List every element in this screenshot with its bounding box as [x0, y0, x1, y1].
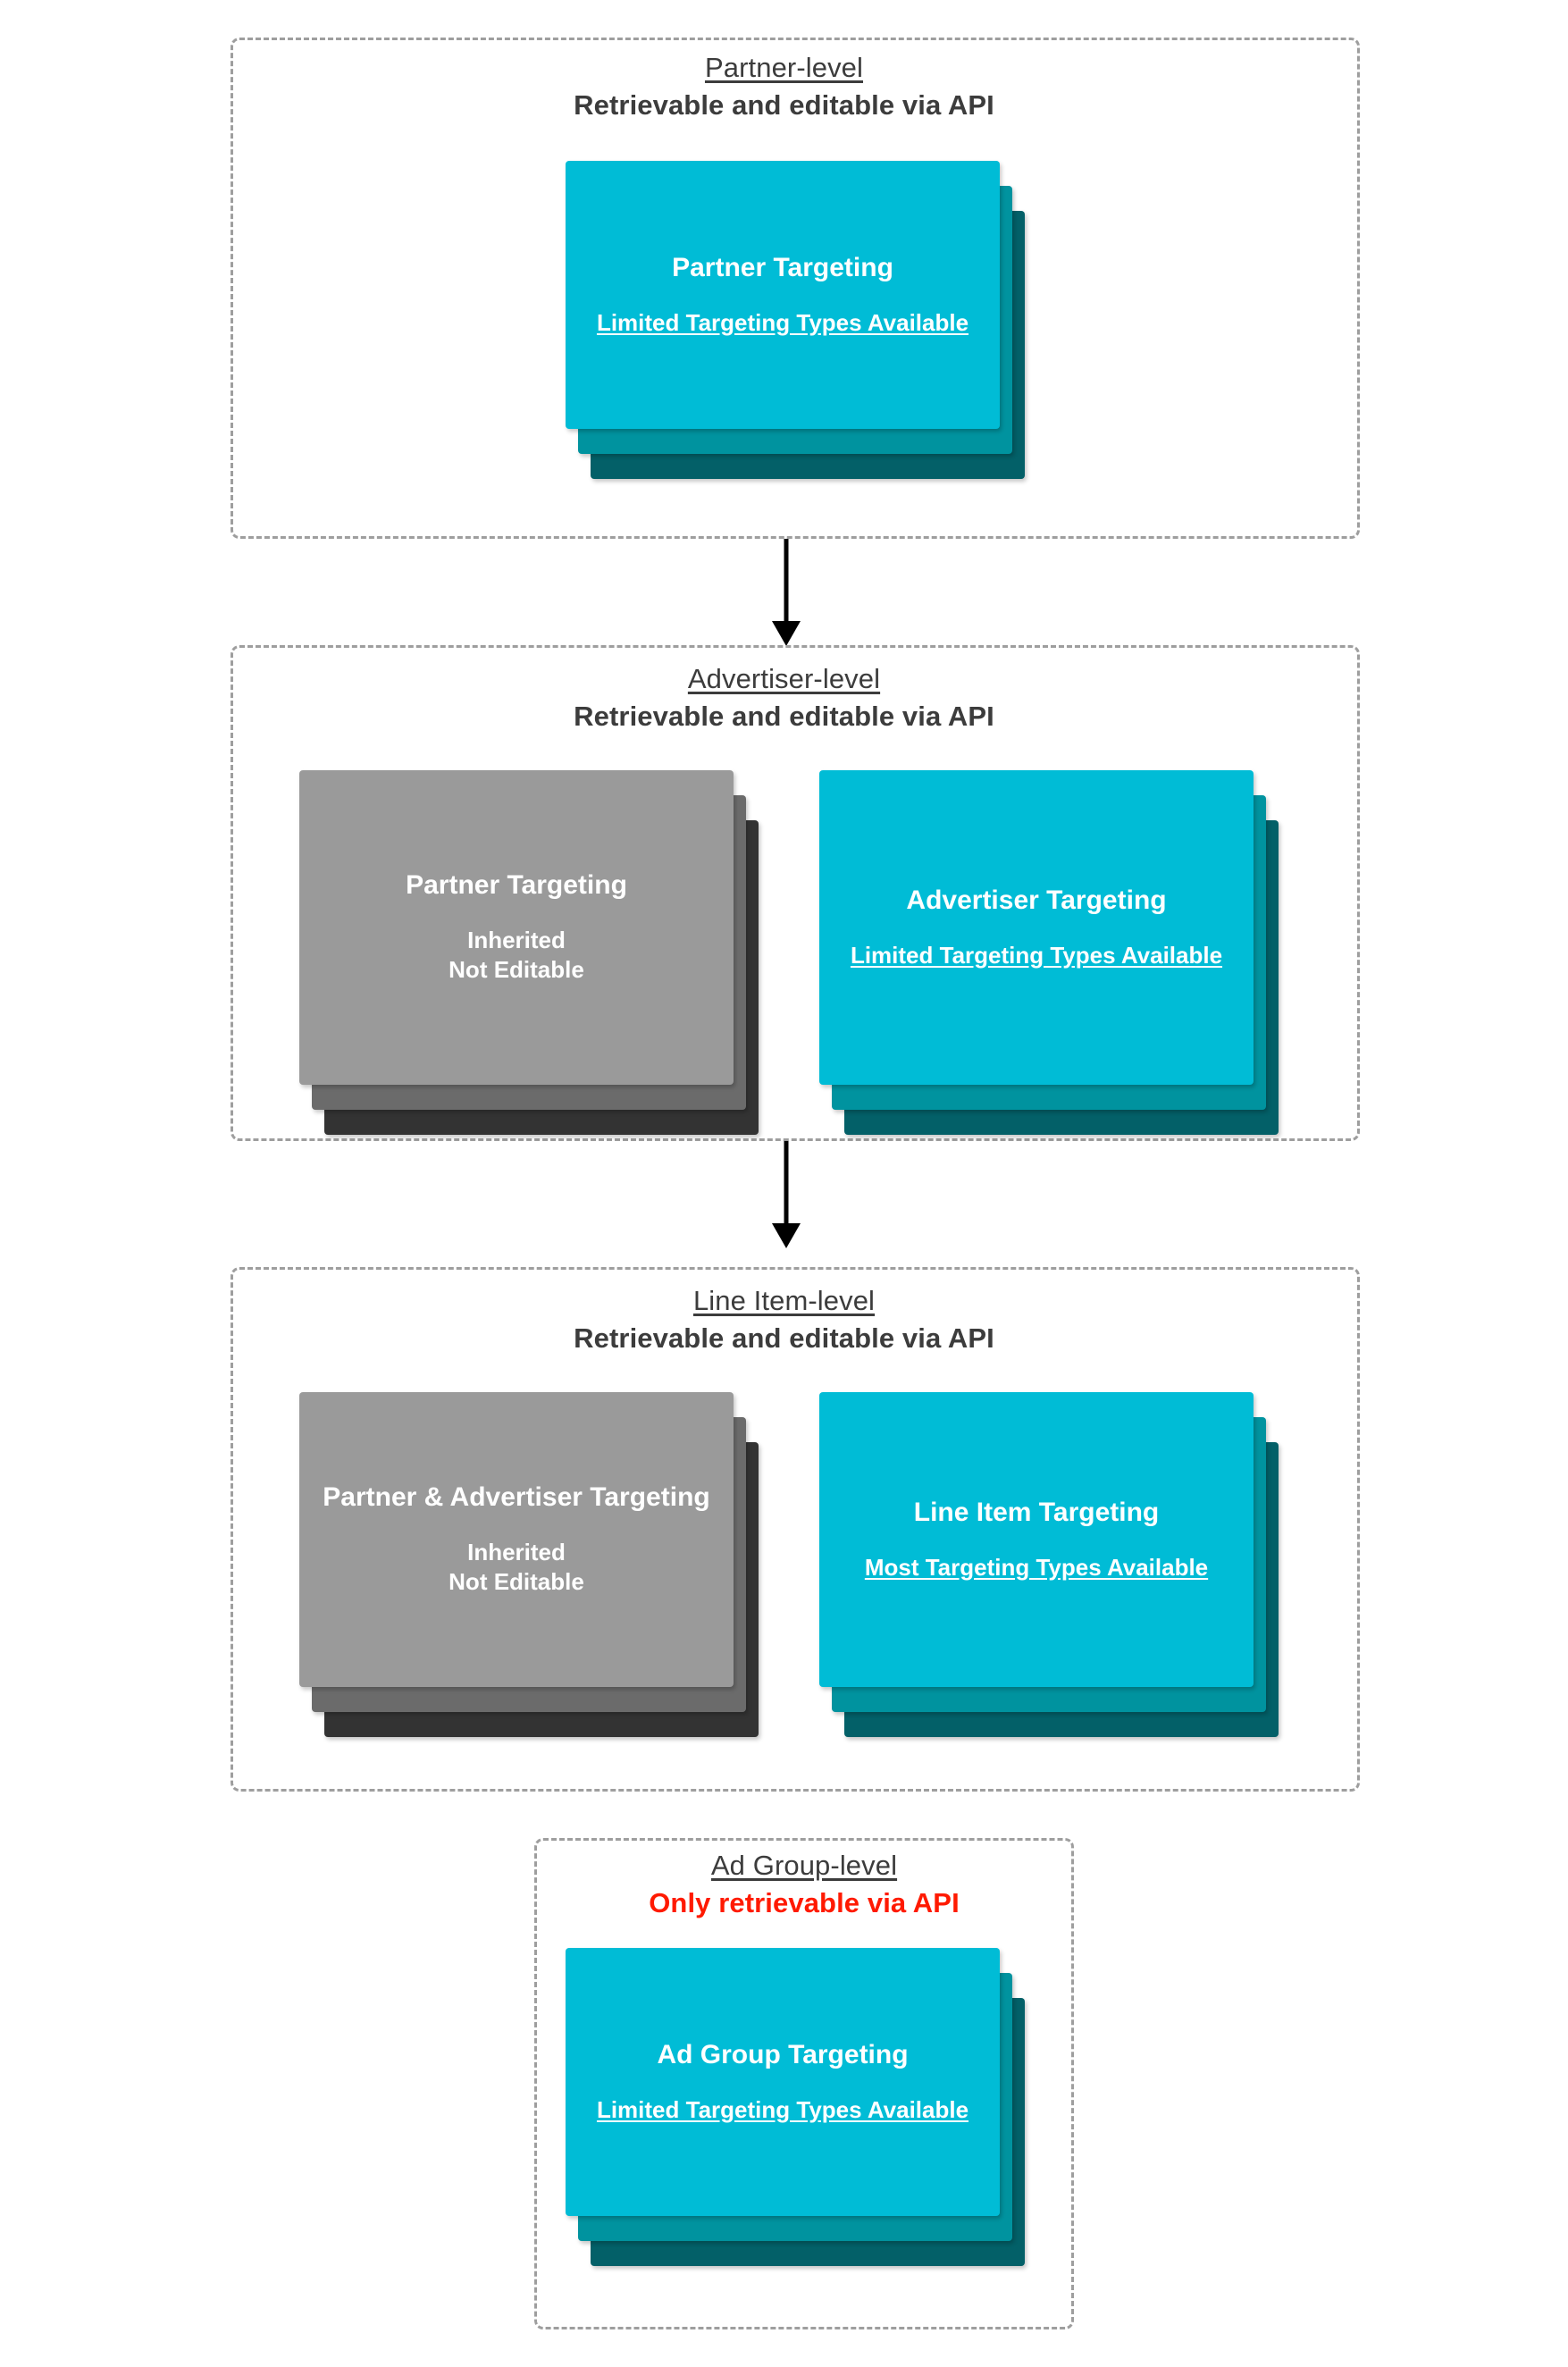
card-stack-ad-group-targeting[interactable]: Ad Group Targeting Limited Targeting Typ… [566, 1948, 1025, 2266]
card-ad-group-targeting[interactable]: Ad Group Targeting Limited Targeting Typ… [566, 1948, 1000, 2216]
arrow-advertiser-to-line-item [772, 1141, 801, 1248]
card-title: Advertiser Targeting [906, 886, 1167, 916]
card-stack-advertiser-targeting[interactable]: Advertiser Targeting Limited Targeting T… [819, 770, 1279, 1135]
card-line-item-targeting[interactable]: Line Item Targeting Most Targeting Types… [819, 1392, 1254, 1687]
level-container-ad-group [534, 1838, 1074, 2329]
card-stack-line-item-inherited[interactable]: Partner & Advertiser Targeting Inherited… [299, 1392, 759, 1737]
card-title: Ad Group Targeting [657, 2040, 909, 2070]
card-stack-line-item-targeting[interactable]: Line Item Targeting Most Targeting Types… [819, 1392, 1279, 1737]
level-subtitle-advertiser: Retrievable and editable via API [574, 700, 994, 732]
level-title-partner: Partner-level [704, 52, 864, 83]
level-subtitle-line-item: Retrievable and editable via API [574, 1322, 994, 1354]
card-partner-targeting[interactable]: Partner Targeting Limited Targeting Type… [566, 161, 1000, 429]
card-title: Partner Targeting [672, 253, 893, 283]
card-title: Line Item Targeting [913, 1498, 1160, 1528]
card-stack-partner-targeting[interactable]: Partner Targeting Limited Targeting Type… [566, 161, 1025, 479]
level-title-advertiser: Advertiser-level [687, 663, 881, 694]
level-heading-advertiser: Advertiser-level Retrievable and editabl… [0, 663, 1568, 733]
card-subtitle: Limited Targeting Types Available [596, 2095, 969, 2123]
card-subtitle: Limited Targeting Types Available [850, 941, 1223, 969]
level-container-line-item [231, 1267, 1360, 1792]
level-subtitle-ad-group: Only retrievable via API [649, 1886, 960, 1918]
card-partner-advertiser-targeting-inherited[interactable]: Partner & Advertiser Targeting Inherited… [299, 1392, 734, 1687]
level-heading-partner: Partner-level Retrievable and editable v… [0, 52, 1568, 122]
card-partner-targeting-inherited[interactable]: Partner Targeting Inherited Not Editable [299, 770, 734, 1085]
card-subtitle: Inherited Not Editable [449, 1539, 584, 1596]
card-title: Partner Targeting [406, 870, 627, 901]
level-heading-ad-group: Ad Group-level Only retrievable via API [534, 1850, 1074, 1919]
level-container-partner [231, 38, 1360, 539]
arrow-partner-to-advertiser [772, 539, 801, 646]
card-stack-advertiser-partner-inherited[interactable]: Partner Targeting Inherited Not Editable [299, 770, 759, 1135]
level-container-advertiser [231, 645, 1360, 1141]
level-title-line-item: Line Item-level [692, 1285, 876, 1316]
level-heading-line-item: Line Item-level Retrievable and editable… [0, 1285, 1568, 1355]
card-advertiser-targeting[interactable]: Advertiser Targeting Limited Targeting T… [819, 770, 1254, 1085]
card-subtitle: Most Targeting Types Available [864, 1553, 1209, 1581]
level-title-ad-group: Ad Group-level [710, 1850, 898, 1881]
card-subtitle: Inherited Not Editable [449, 927, 584, 984]
level-subtitle-partner: Retrievable and editable via API [574, 88, 994, 121]
card-subtitle: Limited Targeting Types Available [596, 308, 969, 336]
card-title: Partner & Advertiser Targeting [323, 1482, 710, 1513]
